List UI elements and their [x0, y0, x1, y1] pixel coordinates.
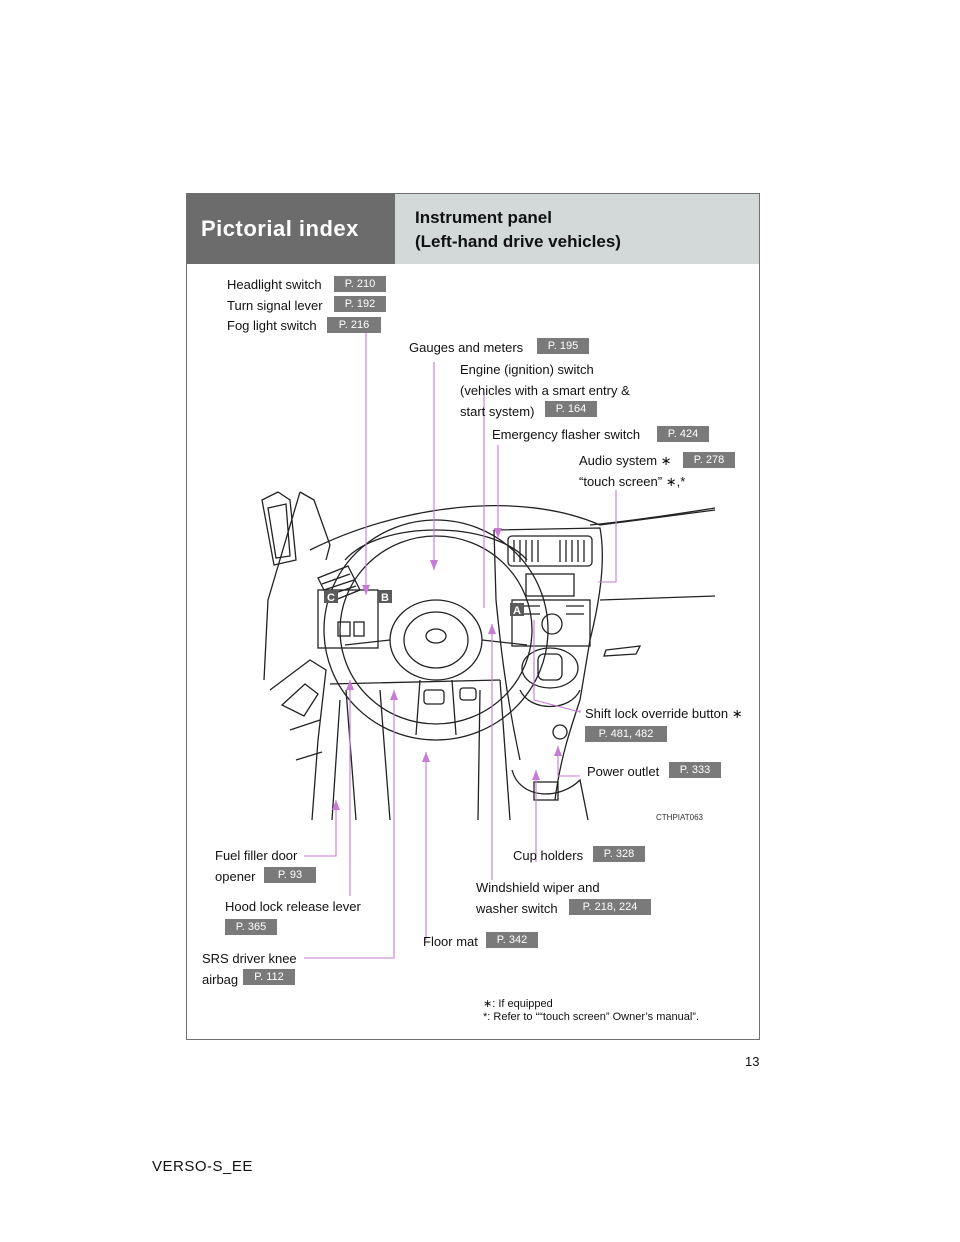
section-header: Pictorial index [187, 194, 395, 264]
turn-signal-label: Turn signal lever [227, 298, 323, 313]
headlight-page-ref[interactable]: P. 210 [334, 276, 386, 292]
srs-page-ref[interactable]: P. 112 [243, 969, 295, 985]
engine-label-line3: start system) [460, 404, 535, 419]
engine-label-line1: Engine (ignition) switch [460, 362, 594, 377]
callout-c: C [327, 592, 335, 604]
section-title: Pictorial index [201, 216, 359, 241]
callout-b: B [381, 592, 389, 604]
page-title-line1: Instrument panel [415, 208, 552, 227]
srs-label-line2: airbag [202, 972, 239, 987]
wiper-label-line1: Windshield wiper and [476, 880, 600, 895]
shift-lock-page-ref[interactable]: P. 481, 482 [585, 726, 667, 742]
page-title-line2: (Left-hand drive vehicles) [415, 232, 621, 251]
floor-mat-label: Floor mat [423, 934, 478, 949]
cup-holders-label: Cup holders [513, 848, 584, 863]
headlight-label: Headlight switch [227, 277, 322, 292]
callout-boxes [324, 590, 524, 616]
fuel-label-line1: Fuel filler door [215, 848, 298, 863]
hood-page-ref[interactable]: P. 365 [225, 919, 277, 935]
leader-arrowheads [332, 528, 562, 810]
model-code: VERSO-S_EE [152, 1158, 253, 1175]
illustration-code: CTHPIAT063 [656, 813, 703, 822]
title-header: Instrument panel (Left-hand drive vehicl… [395, 194, 759, 264]
footnote-if-equipped: ∗: If equipped [483, 998, 553, 1010]
engine-label-line2: (vehicles with a smart entry & [460, 383, 630, 398]
power-outlet-page-ref[interactable]: P. 333 [669, 762, 721, 778]
engine-page-ref[interactable]: P. 164 [545, 401, 597, 417]
emergency-label: Emergency flasher switch [492, 427, 641, 442]
page-frame [186, 193, 760, 1040]
fog-light-label: Fog light switch [227, 318, 317, 333]
floor-mat-page-ref[interactable]: P. 342 [486, 932, 538, 948]
turn-signal-page-ref[interactable]: P. 192 [334, 296, 386, 312]
page-number: 13 [745, 1054, 760, 1069]
fuel-label-line2: opener [215, 869, 256, 884]
emergency-page-ref[interactable]: P. 424 [657, 426, 709, 442]
fog-light-page-ref[interactable]: P. 216 [327, 317, 381, 333]
touch-screen-label: “touch screen” ∗,* [579, 474, 686, 489]
audio-page-ref[interactable]: P. 278 [683, 452, 735, 468]
srs-label-line1: SRS driver knee [202, 951, 297, 966]
power-outlet-label: Power outlet [587, 764, 660, 779]
shift-lock-label: Shift lock override button ∗ [585, 706, 743, 721]
cup-holders-page-ref[interactable]: P. 328 [593, 846, 645, 862]
gauges-page-ref[interactable]: P. 195 [537, 338, 589, 354]
fuel-page-ref[interactable]: P. 93 [264, 867, 316, 883]
callout-a: A [513, 605, 521, 617]
footnote-touch-screen: *: Refer to ““touch screen” Owner’s manu… [483, 1011, 700, 1023]
hood-label: Hood lock release lever [225, 899, 361, 914]
gauges-label: Gauges and meters [409, 340, 524, 355]
wiper-page-ref[interactable]: P. 218, 224 [569, 899, 651, 915]
wiper-label-line2: washer switch [476, 901, 558, 916]
audio-label: Audio system ∗ [579, 453, 672, 468]
